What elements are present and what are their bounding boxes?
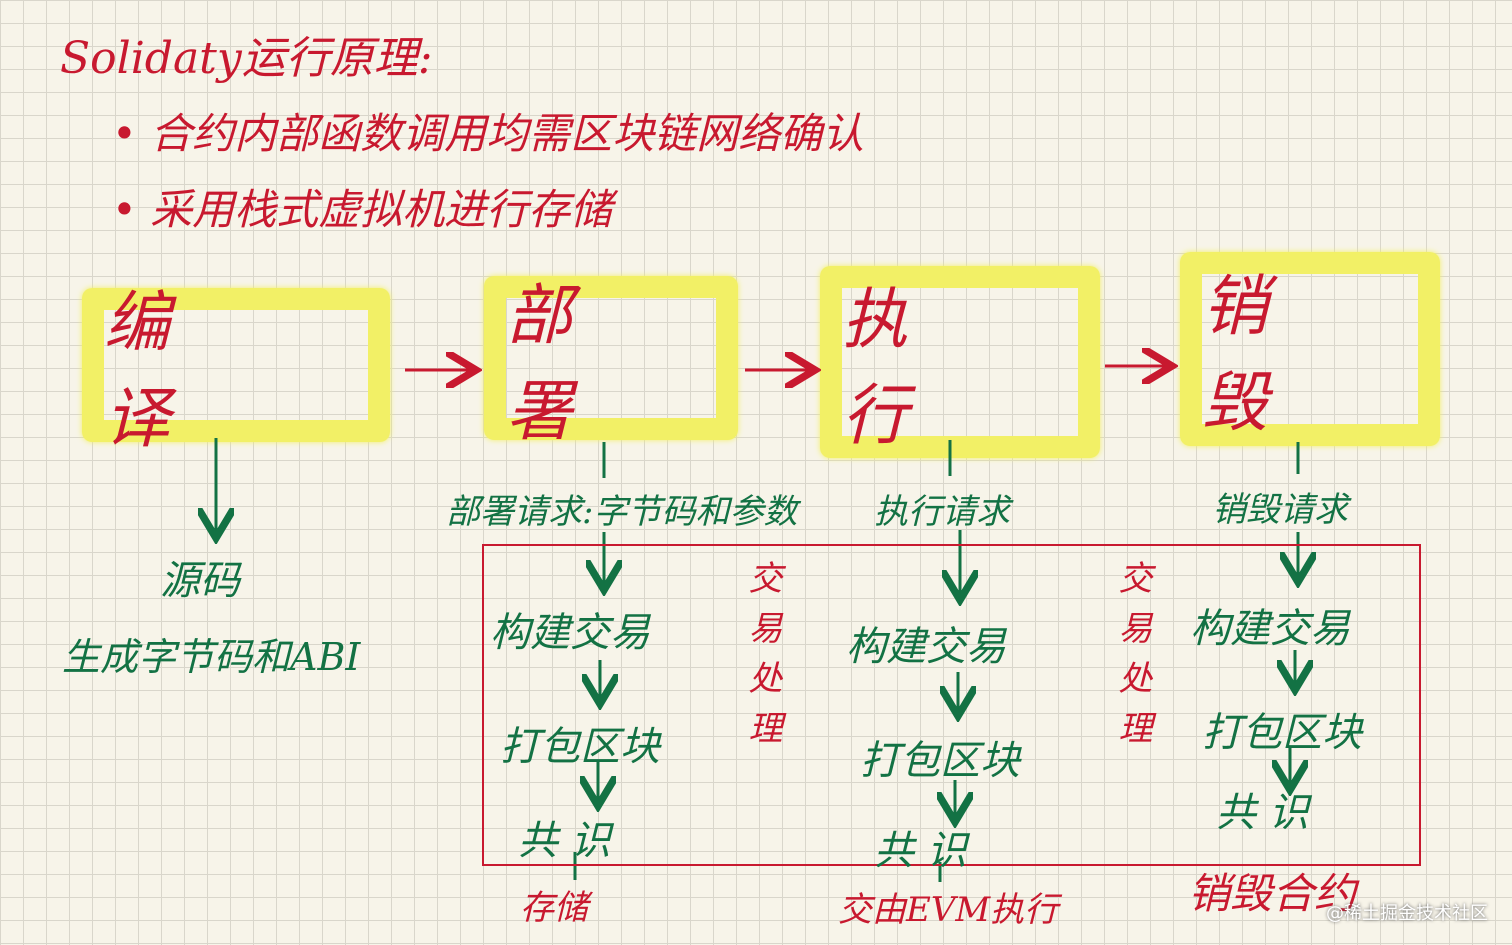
watermark: @稀土掘金技术社区: [1326, 903, 1488, 924]
stage-destroy: 销 毁: [1202, 268, 1308, 441]
bullet-2: • 采用栈式虚拟机进行存储: [112, 185, 613, 234]
deploy-request: 部署请求:字节码和参数: [446, 492, 798, 532]
highlight-compile: [82, 288, 390, 442]
highlight-execute: [820, 266, 1100, 458]
destroy-request: 销毁请求: [1212, 490, 1348, 530]
execute-step-consensus: 共 识: [874, 828, 967, 874]
highlight-destroy: [1180, 252, 1440, 446]
deploy-step-consensus: 共 识: [518, 818, 611, 864]
bullet-1: • 合约内部函数调用均需区块链网络确认: [112, 109, 865, 158]
page-title: Solidaty运行原理:: [60, 33, 433, 84]
deploy-result: 存储: [520, 888, 588, 928]
destroy-step-consensus: 共 识: [1216, 790, 1309, 836]
deploy-side-label: 交易处理: [742, 560, 782, 760]
destroy-step-build: 构建交易: [1190, 606, 1350, 652]
highlight-deploy: [484, 276, 738, 440]
bullet-1-text: 合约内部函数调用均需区块链网络确认: [150, 109, 865, 158]
bullet-2-text: 采用栈式虚拟机进行存储: [150, 185, 613, 234]
execute-step-build: 构建交易: [846, 624, 1006, 670]
execute-result: 交由EVM执行: [838, 890, 1059, 930]
compile-output: 生成字节码和ABI: [62, 635, 361, 679]
execute-request: 执行请求: [874, 492, 1010, 532]
destroy-step-pack: 打包区块: [1202, 710, 1362, 756]
destroy-result: 销毁合约: [1188, 869, 1357, 918]
deploy-step-pack: 打包区块: [500, 724, 660, 770]
deploy-step-build: 构建交易: [490, 610, 650, 656]
execute-side-label: 交易处理: [1112, 560, 1152, 760]
transaction-processing-box: [482, 544, 1421, 866]
compile-source: 源码: [160, 558, 240, 604]
execute-step-pack: 打包区块: [860, 738, 1020, 784]
